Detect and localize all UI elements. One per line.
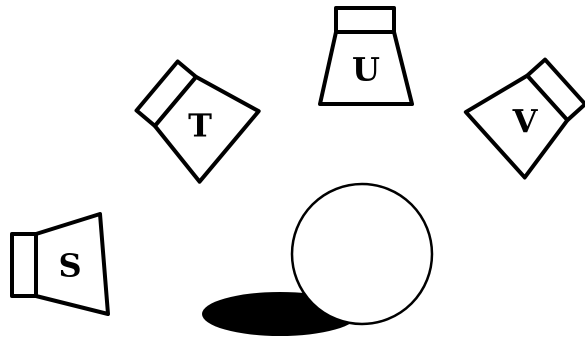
lamp-s-cap (12, 234, 36, 296)
lamp-t: T (128, 51, 259, 182)
lamp-s-label: S (58, 247, 81, 285)
lamp-v: V (466, 49, 585, 177)
lamp-v-label: V (512, 103, 539, 141)
lamp-u-label: U (352, 51, 380, 89)
ball (292, 184, 432, 324)
lamp-t-label: T (188, 107, 212, 145)
lamp-u-cap (336, 8, 394, 32)
lamp-s: S (12, 214, 108, 314)
lamp-u: U (320, 8, 412, 104)
